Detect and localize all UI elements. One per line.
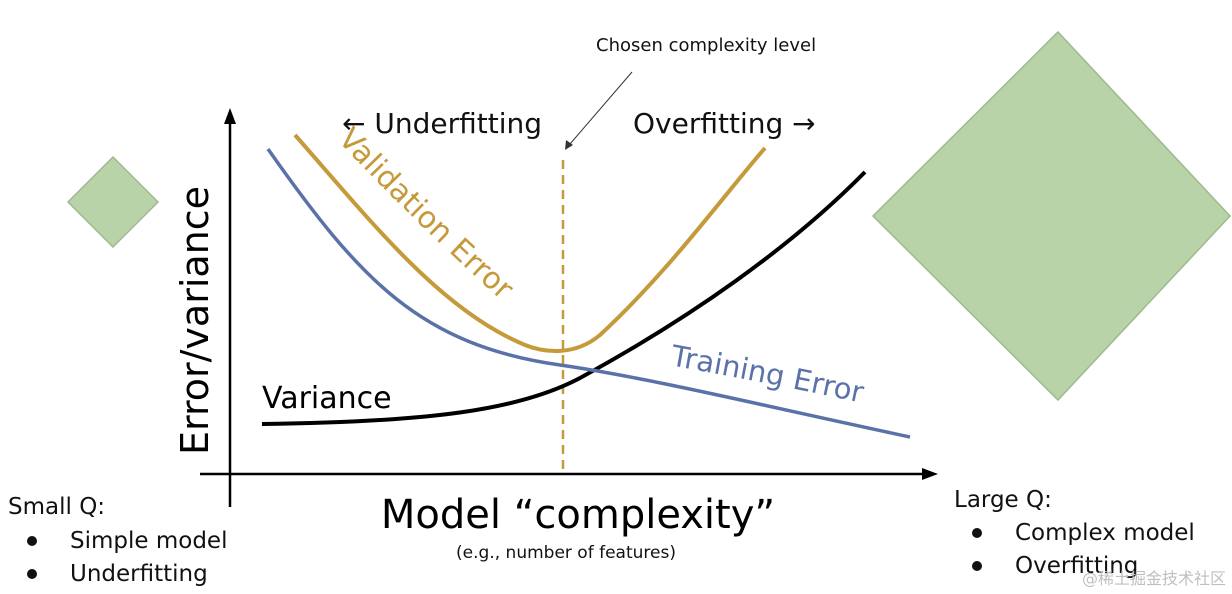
right-item-overfitting: Overfitting (1015, 553, 1138, 579)
right-item-complex-model: Complex model (1015, 520, 1195, 546)
left-bullet-2 (27, 569, 37, 579)
left-item-simple-model: Simple model (70, 528, 227, 554)
chosen-complexity-label: Chosen complexity level (596, 35, 816, 56)
small-model-diamond (66, 155, 160, 249)
left-item-underfitting: Underfitting (70, 561, 208, 587)
left-panel-title: Small Q: (8, 494, 105, 520)
x-axis-sublabel: (e.g., number of features) (456, 543, 676, 563)
large-model-diamond (871, 30, 1232, 402)
left-bullet-1 (27, 536, 37, 546)
training-error-curve (266, 147, 911, 439)
chosen-pointer-line (569, 71, 633, 145)
variance-label: Variance (262, 381, 392, 416)
y-axis-arrowhead (224, 108, 236, 124)
x-axis-arrowhead (922, 468, 938, 480)
chosen-pointer-arrowhead (565, 140, 573, 150)
x-axis-label: Model “complexity” (381, 492, 775, 538)
right-bullet-2 (972, 561, 982, 571)
variance-curve (261, 170, 867, 426)
training-error-label: Training Error (668, 338, 867, 409)
right-bullet-1 (972, 528, 982, 538)
validation-error-curve (293, 133, 767, 353)
underfitting-label: ← Underfitting (342, 107, 542, 140)
watermark: @稀土掘金技术社区 (1082, 569, 1226, 588)
right-panel-title: Large Q: (954, 487, 1052, 513)
y-axis-label: Error/variance (173, 186, 217, 455)
overfitting-label: Overfitting → (633, 107, 816, 140)
